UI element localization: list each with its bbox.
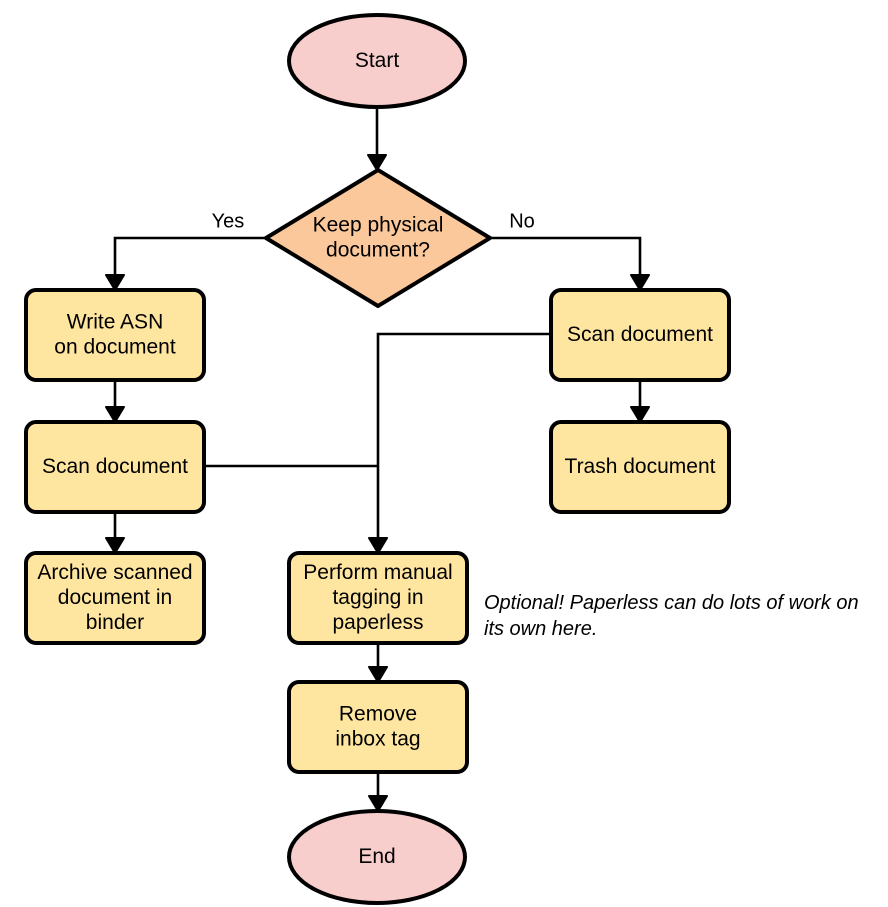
edge-scan-document-right-to-manual-tagging bbox=[368, 332, 551, 554]
node-label: Scan document bbox=[42, 455, 188, 478]
process-shape[interactable] bbox=[287, 551, 469, 645]
arrowhead-icon bbox=[105, 406, 125, 423]
node-trash-document[interactable]: Trash document bbox=[549, 420, 731, 514]
node-label: Trash document bbox=[565, 455, 716, 478]
edge-scan-document-right-to-trash bbox=[630, 380, 650, 423]
edge-label-yes: Yes bbox=[212, 210, 245, 232]
edge-line bbox=[113, 236, 266, 286]
edge-start-to-decision bbox=[367, 107, 387, 171]
process-shape[interactable] bbox=[24, 288, 206, 382]
edge-decision-yes-to-write-asn: Yes bbox=[105, 210, 266, 291]
annotations-layer: Optional! Paperless can do lots of work … bbox=[484, 592, 859, 640]
arrowhead-icon bbox=[105, 537, 125, 554]
node-label: End bbox=[358, 845, 395, 868]
arrowhead-icon bbox=[630, 274, 650, 291]
annotation-optional-note: Optional! Paperless can do lots of work … bbox=[484, 592, 859, 640]
edge-label-no: No bbox=[509, 210, 535, 232]
decision-shape[interactable] bbox=[264, 168, 492, 308]
arrowhead-icon bbox=[368, 537, 388, 554]
process-shape[interactable] bbox=[24, 420, 206, 514]
node-label: Scan document bbox=[567, 323, 713, 346]
process-shape[interactable] bbox=[24, 551, 206, 645]
process-shape[interactable] bbox=[287, 680, 469, 774]
node-scan-document-left[interactable]: Scan document bbox=[24, 420, 206, 514]
arrowhead-icon bbox=[368, 666, 388, 683]
arrowhead-icon bbox=[105, 274, 125, 291]
terminator-shape[interactable] bbox=[287, 13, 467, 109]
node-label: Start bbox=[355, 49, 400, 72]
process-shape[interactable] bbox=[549, 420, 731, 514]
node-end[interactable]: End bbox=[287, 809, 467, 905]
node-start[interactable]: Start bbox=[287, 13, 467, 109]
edge-scan-document-left-to-archive bbox=[105, 512, 125, 554]
edge-line bbox=[490, 236, 642, 286]
arrowhead-icon bbox=[368, 795, 388, 812]
edge-decision-no-to-scan-document-right: No bbox=[490, 210, 650, 291]
edges-layer: Yes No bbox=[105, 107, 650, 812]
arrowhead-icon bbox=[367, 154, 387, 171]
node-scan-document-right[interactable]: Scan document bbox=[549, 288, 731, 382]
arrowhead-icon bbox=[630, 406, 650, 423]
edge-manual-tagging-to-remove-inbox-tag bbox=[368, 643, 388, 683]
edge-write-asn-to-scan-document-left bbox=[105, 380, 125, 423]
process-shape[interactable] bbox=[549, 288, 731, 382]
edge-line bbox=[376, 332, 551, 549]
edge-remove-inbox-tag-to-end bbox=[368, 772, 388, 812]
terminator-shape[interactable] bbox=[287, 809, 467, 905]
